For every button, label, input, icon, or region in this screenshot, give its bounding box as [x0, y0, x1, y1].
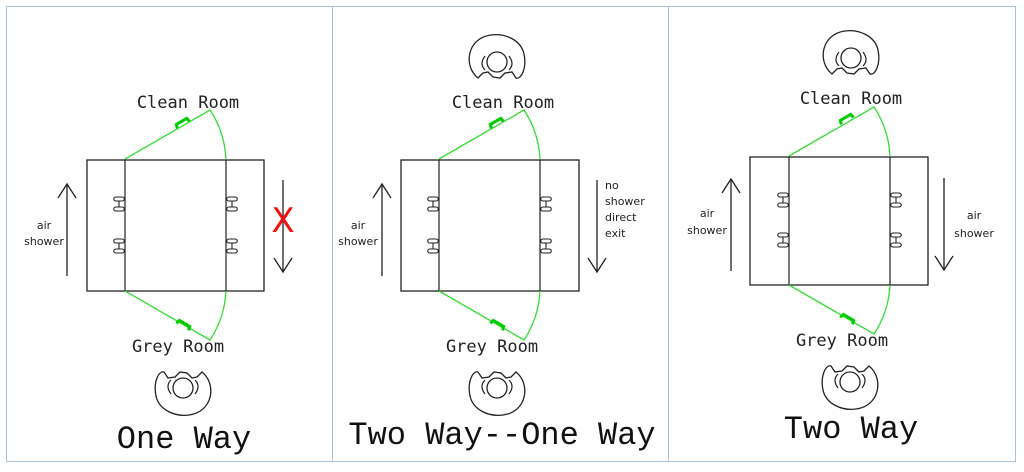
nozzle-icon [113, 238, 125, 254]
air-shower-label: air [967, 209, 982, 222]
clean-door-swing [788, 106, 891, 157]
panel-one-way: Clean Room air shower X Grey Room One Wa… [24, 93, 295, 458]
grey-room-label: Grey Room [446, 337, 538, 357]
nozzle-icon [226, 238, 238, 254]
no-shower-label: exit [605, 227, 626, 240]
down-arrow-icon [934, 178, 954, 272]
air-shower-label: air [700, 207, 715, 220]
air-shower-label: air [351, 219, 366, 232]
air-shower-label: shower [954, 227, 994, 240]
grey-room-label: Grey Room [132, 337, 224, 357]
person-top-view-icon [821, 365, 879, 410]
nozzle-icon [777, 232, 789, 248]
air-shower-chamber [749, 156, 929, 286]
clean-door-swing [438, 109, 541, 160]
panel-caption: One Way [117, 421, 251, 458]
nozzle-icon [777, 192, 789, 208]
down-arrow-icon [273, 180, 293, 274]
air-shower-label: shower [24, 235, 64, 248]
clean-room-label: Clean Room [800, 89, 902, 109]
outer-frame [6, 6, 1016, 462]
person-top-view-icon [468, 371, 526, 416]
nozzle-icon [540, 196, 552, 212]
panel-caption: Two Way [784, 411, 918, 448]
up-arrow-icon [57, 182, 77, 276]
air-shower-label: air [37, 219, 52, 232]
grey-room-label: Grey Room [796, 331, 888, 351]
up-arrow-icon [372, 182, 392, 276]
person-top-view-icon [822, 30, 880, 75]
nozzle-icon [427, 238, 439, 254]
x-mark-icon: X [271, 201, 294, 241]
nozzle-icon [890, 192, 902, 208]
person-top-view-icon [154, 371, 212, 416]
panel-caption: Two Way--One Way [348, 417, 655, 454]
air-shower-chamber [86, 159, 265, 292]
clean-door-swing [124, 109, 227, 160]
nozzle-icon [890, 232, 902, 248]
panel-two-way: Clean Room air shower air shower Grey Ro… [687, 30, 994, 448]
grey-door-swing [124, 290, 227, 341]
nozzle-icon [540, 238, 552, 254]
nozzle-icon [226, 196, 238, 212]
nozzle-icon [427, 196, 439, 212]
panel-divider [332, 6, 333, 462]
clean-room-label: Clean Room [452, 93, 554, 113]
panel-two-way-one-way: Clean Room air shower no shower direct e… [338, 34, 656, 454]
air-shower-label: shower [338, 235, 378, 248]
person-top-view-icon [468, 34, 526, 79]
up-arrow-icon [721, 177, 741, 271]
panel-divider [668, 6, 669, 462]
no-shower-label: direct [605, 211, 637, 224]
grey-door-swing [788, 284, 891, 335]
air-shower-chamber [400, 159, 580, 292]
down-arrow-icon [587, 180, 607, 274]
clean-room-label: Clean Room [137, 93, 239, 113]
no-shower-label: shower [605, 195, 645, 208]
nozzle-icon [113, 196, 125, 212]
grey-door-swing [438, 290, 541, 341]
air-shower-label: shower [687, 224, 727, 237]
no-shower-label: no [605, 179, 619, 192]
